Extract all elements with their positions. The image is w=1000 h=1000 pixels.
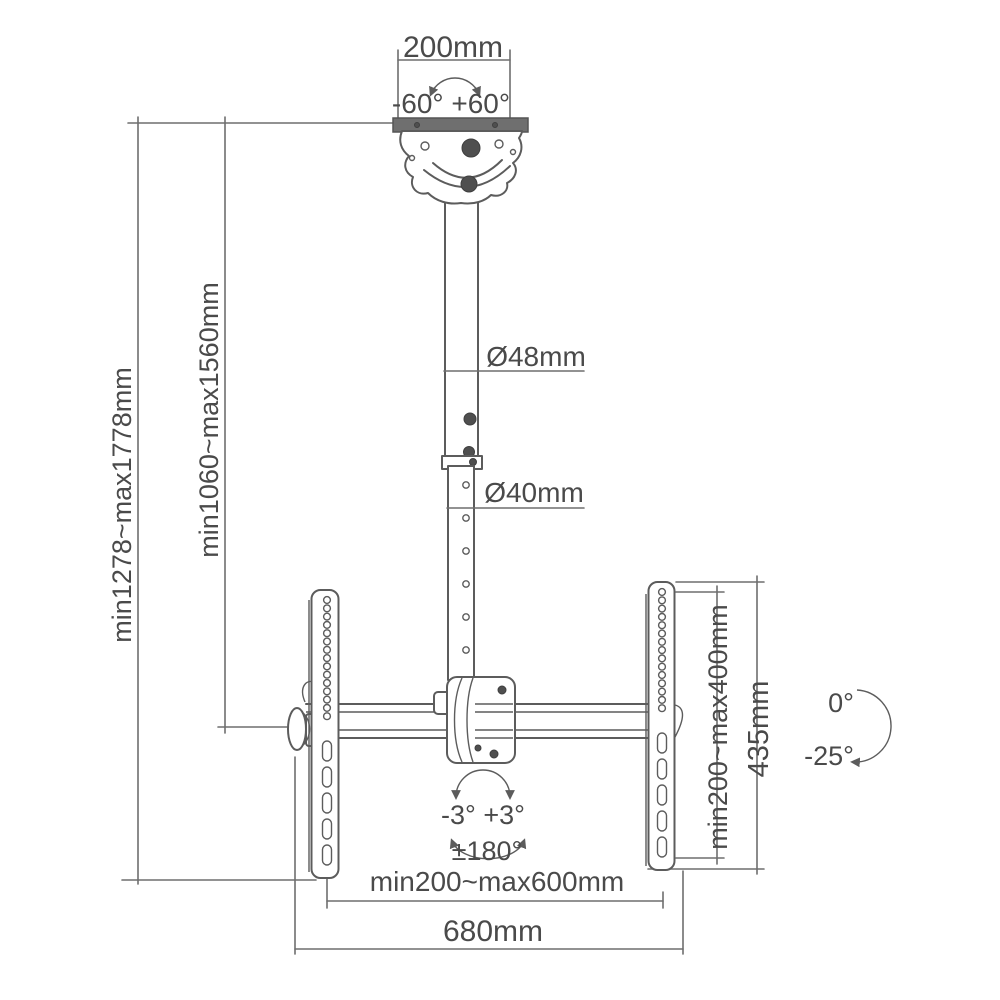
dim-rail-span-600mm [326,876,664,909]
label-rail-total: 680mm [443,915,543,948]
label-dia-upper: Ø48mm [486,341,586,372]
dim-top-width-200mm [397,49,511,123]
label-tilt-down: -25° [804,741,854,771]
pivot-hub [433,676,516,764]
label-swivel-range: -60° +60° [392,88,510,119]
label-height-overall: min1278~max1778mm [107,367,137,642]
label-fine-adjust: -3° +3° [441,800,525,830]
telescopic-pole [441,179,483,681]
dim-height-overall [121,116,397,885]
label-vesa-vertical: min200~max400mm [703,604,733,849]
fine-adjust-arc [451,769,515,800]
ceiling-plate [392,117,529,133]
tilt-arc [850,689,892,768]
dim-vesa-vertical [675,585,725,865]
label-bracket-height: 435mm [743,681,775,778]
label-dia-lower: Ø40mm [484,477,584,508]
bracket-left-holes [322,595,332,721]
bracket-right-holes [657,587,667,713]
label-rotation: ±180° [452,836,523,866]
rotation-arc [449,838,527,860]
label-tilt-zero: 0° [828,688,854,718]
tv-bracket-left [308,589,340,879]
dim-rail-total-680mm [294,756,684,955]
pole-adjust-holes [462,481,470,654]
dim-height-to-rail [217,116,293,734]
label-rail-span: min200~max600mm [370,866,624,897]
label-height-to-rail: min1060~max1560mm [194,282,224,557]
bracket-right-slots [656,732,668,858]
ceiling-bracket-body [399,130,523,205]
label-top-width: 200mm [403,31,503,64]
tv-bracket-right [645,581,684,871]
swivel-arc-top [429,77,481,97]
ceiling-bracket [392,117,529,205]
bracket-left-slots [321,740,333,866]
